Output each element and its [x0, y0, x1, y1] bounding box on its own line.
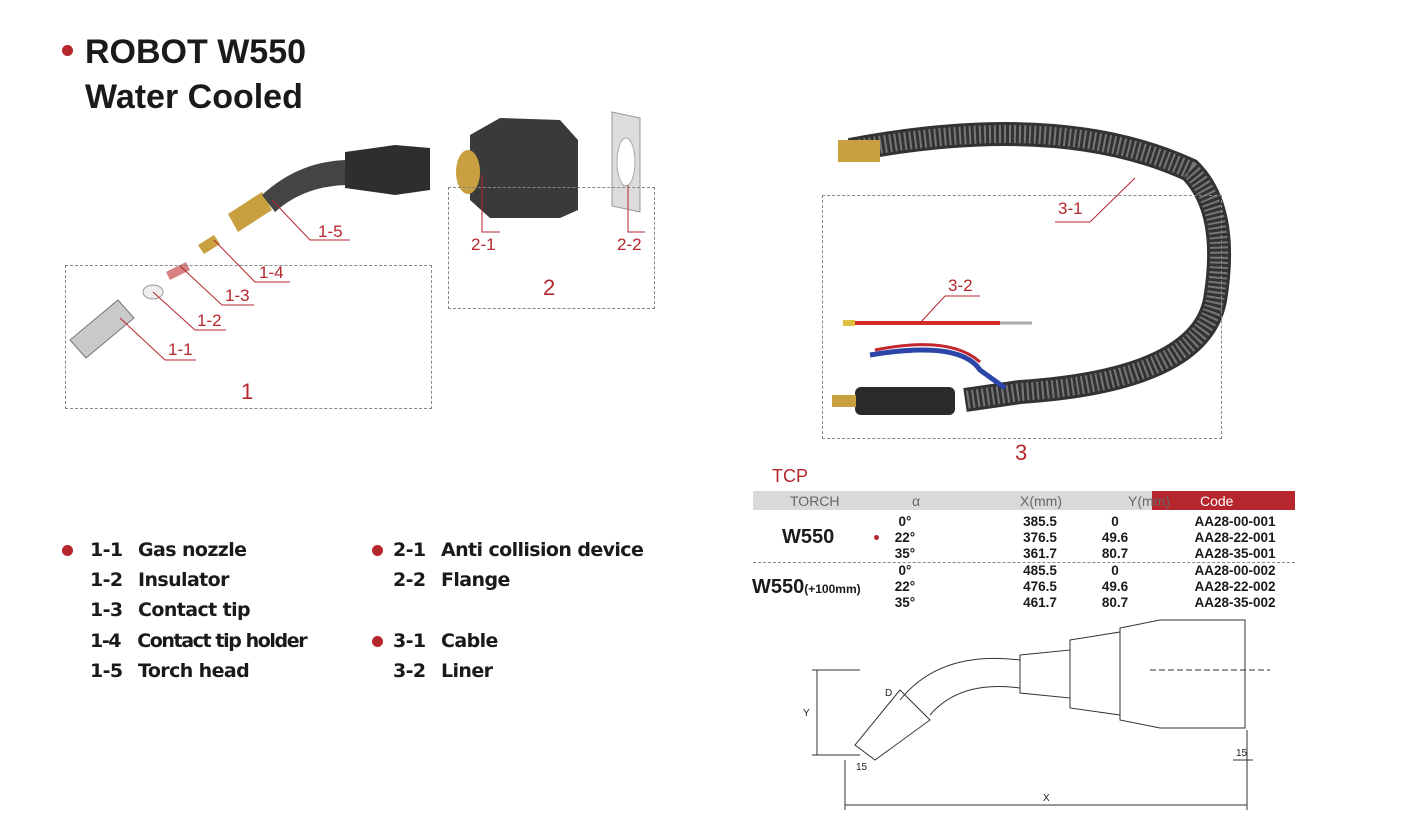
cell-alpha: 35°: [894, 546, 916, 561]
page-title: ROBOT W550: [85, 33, 307, 71]
legend-item: 2-1 Anti collision device: [393, 539, 644, 561]
legend-bullet-3: [372, 636, 383, 647]
legend-item: 1-2 Insulator: [90, 569, 229, 591]
group-2-box: [448, 187, 655, 309]
cell-alpha: 0°: [898, 563, 912, 578]
cell-x: 385.5: [1023, 514, 1057, 529]
gas-nozzle-illustration: [69, 299, 135, 359]
legend-bullet-2: [372, 545, 383, 556]
torch-name: W550: [782, 526, 835, 548]
cell-y: 49.6: [1101, 530, 1129, 545]
cell-alpha: 22°: [894, 579, 916, 594]
cell-y: 80.7: [1101, 595, 1129, 610]
cell-x: 476.5: [1023, 579, 1057, 594]
callout-2-1: 2-1: [471, 235, 496, 254]
legend-item: 1-4 Contact tip holder: [90, 630, 308, 652]
dimension-d: D: [885, 688, 893, 699]
cell-y: 0: [1111, 514, 1119, 529]
group-divider: [753, 562, 1295, 563]
header-alpha: α: [912, 493, 921, 509]
group-1-label: 1: [241, 379, 254, 404]
contact-tip-holder-illustration: [198, 235, 220, 254]
group-1-box: [65, 265, 432, 409]
cell-code: AA28-00-001: [1194, 514, 1276, 529]
cell-x: 376.5: [1023, 530, 1057, 545]
tcp-title: TCP: [772, 466, 808, 486]
page-subtitle: Water Cooled: [85, 78, 303, 116]
header-y: Y(mm): [1128, 493, 1170, 509]
legend-item: 1-5 Torch head: [90, 660, 250, 682]
cell-alpha: 22°: [894, 530, 916, 545]
cell-code: AA28-35-001: [1194, 546, 1276, 561]
torch-name: W550(+100mm): [752, 576, 861, 598]
callout-1-5: 1-5: [318, 222, 343, 241]
torch-head-illustration: [228, 145, 430, 232]
header-x: X(mm): [1020, 493, 1062, 509]
callout-1-4: 1-4: [259, 263, 284, 282]
contact-tip-illustration: [166, 262, 190, 280]
dimension-15-nozzle: 15: [856, 762, 868, 773]
cell-y: 0: [1111, 563, 1119, 578]
callout-1-2: 1-2: [197, 311, 222, 330]
legend-bullet-1: [62, 545, 73, 556]
callout-1-1: 1-1: [168, 340, 193, 359]
callout-3-2: 3-2: [948, 276, 973, 295]
legend-item: 3-2 Liner: [393, 660, 493, 682]
cell-x: 485.5: [1023, 563, 1057, 578]
cell-x: 361.7: [1023, 546, 1057, 561]
group-3-label: 3: [1015, 440, 1028, 465]
leader-lines: [119, 175, 1136, 361]
cell-code: AA28-35-002: [1194, 595, 1276, 610]
header-torch: TORCH: [790, 493, 840, 509]
title-bullet: [62, 45, 73, 56]
callout-2-2: 2-2: [617, 235, 642, 254]
group-3-box: [822, 195, 1222, 439]
callout-1-3: 1-3: [225, 286, 250, 305]
dimension-y: Y: [803, 708, 810, 719]
liner-illustration: [843, 320, 1032, 326]
cell-y: 49.6: [1101, 579, 1129, 594]
dimension-x: X: [1043, 793, 1050, 804]
legend-item: 1-1 Gas nozzle: [90, 539, 247, 561]
legend-item: 1-3 Contact tip: [90, 599, 251, 621]
table-header-bar: [753, 491, 1153, 510]
cell-alpha: 0°: [898, 514, 912, 529]
cell-alpha: 35°: [894, 595, 916, 610]
group-2-label: 2: [543, 275, 556, 300]
callout-3-1: 3-1: [1058, 199, 1083, 218]
cell-x: 461.7: [1023, 595, 1057, 610]
cell-code: AA28-00-002: [1194, 563, 1276, 578]
cell-code: AA28-22-001: [1194, 530, 1276, 545]
legend-item: 2-2 Flange: [393, 569, 510, 591]
anti-collision-illustration: [456, 118, 578, 218]
code-header-bar: [1152, 491, 1295, 510]
header-code: Code: [1200, 493, 1234, 509]
dimension-15-flange: 15: [1236, 748, 1248, 759]
legend-item: 3-1 Cable: [393, 630, 498, 652]
cell-y: 80.7: [1101, 546, 1129, 561]
torch-dimension-drawing: [812, 619, 1270, 810]
cell-code: AA28-22-002: [1194, 579, 1276, 594]
selected-row-marker: [874, 535, 879, 540]
cable-illustration: [832, 122, 1232, 415]
